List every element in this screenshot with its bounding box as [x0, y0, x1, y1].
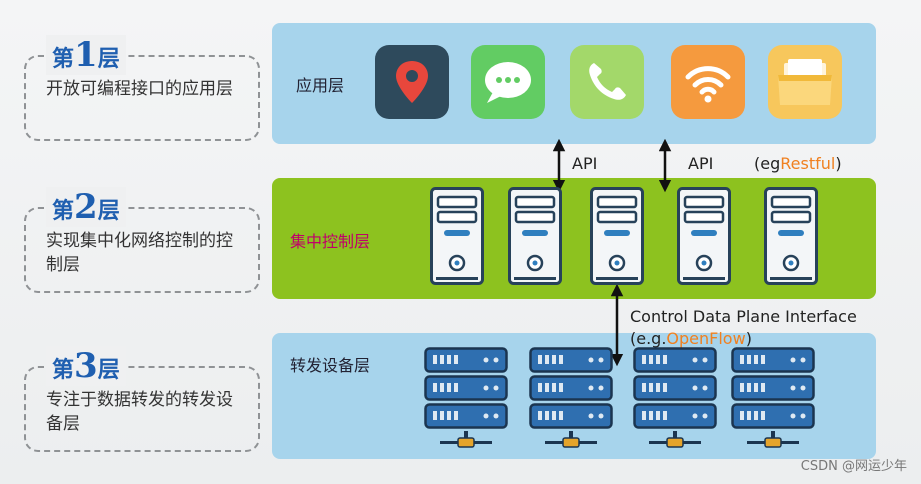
watermark: CSDN @网运少年 [800, 459, 907, 474]
controller-server-icon [764, 187, 818, 289]
controller-server-icon [677, 187, 731, 289]
location-pin-icon [375, 45, 449, 119]
phone-icon [570, 45, 644, 119]
rack-server-icon [424, 347, 508, 455]
wifi-icon [671, 45, 745, 119]
layer-3-desc: 专注于数据转发的转发设备层 [46, 390, 233, 434]
controller-server-icon [430, 187, 484, 289]
message-bubble-icon [471, 45, 545, 119]
layer-1-title: 第1层 [46, 35, 126, 75]
forwarding-layer-label: 转发设备层 [290, 356, 371, 375]
rack-server-icon [529, 347, 613, 455]
controller-server-icon [590, 187, 644, 289]
layer-2-desc: 实现集中化网络控制的控制层 [46, 231, 233, 275]
folder-icon [768, 45, 842, 119]
layer-3-title: 第3层 [46, 346, 126, 386]
api-label-3: (egRestful) [754, 154, 842, 173]
layer-1-desc: 开放可编程接口的应用层 [46, 79, 233, 99]
api-label-2: API [688, 154, 714, 173]
control-data-plane-interface-label: Control Data Plane Interface (e.g.OpenFl… [630, 307, 857, 348]
layer-3-box: 第3层 专注于数据转发的转发设备层 [24, 346, 260, 452]
controller-server-icon [508, 187, 562, 289]
rack-server-icon [731, 347, 815, 455]
rack-server-icon [633, 347, 717, 455]
application-layer-label: 应用层 [296, 76, 345, 95]
control-layer-label: 集中控制层 [290, 232, 371, 251]
layer-1-box: 第1层 开放可编程接口的应用层 [24, 35, 260, 141]
layer-2-box: 第2层 实现集中化网络控制的控制层 [24, 187, 260, 293]
layer-2-title: 第2层 [46, 187, 126, 227]
api-label-1: API [572, 154, 598, 173]
